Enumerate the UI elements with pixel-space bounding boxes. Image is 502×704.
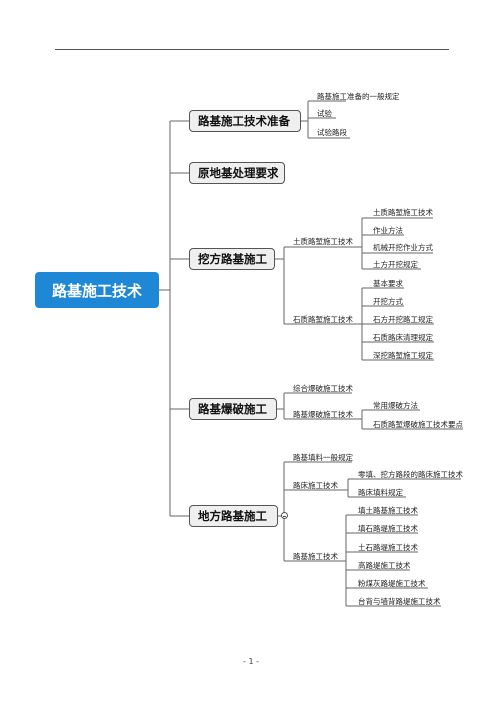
fill-material[interactable]: 路基填料一般规定 [293, 453, 353, 462]
soil-item[interactable]: 作业方法 [373, 226, 403, 235]
node-fill[interactable]: 地方路基施工 [189, 505, 278, 527]
connector-blast-children [352, 409, 463, 430]
fill-embankment[interactable]: 路基施工技术 [293, 552, 338, 561]
connector-prep-children [301, 100, 350, 139]
prep-item[interactable]: 路基施工准备的一般规定 [317, 92, 400, 101]
rock-item[interactable]: 石方开挖路工规定 [373, 315, 433, 324]
rock-item[interactable]: 开挖方式 [373, 297, 403, 306]
connector-embankment-children [336, 514, 441, 607]
embankment-item[interactable]: 台背与墙背路堤施工技术 [358, 597, 441, 606]
blasting-blast[interactable]: 路基爆破施工技术 [293, 410, 353, 419]
blast-item[interactable]: 常用爆破方法 [373, 401, 418, 410]
rock-item[interactable]: 基本要求 [373, 279, 403, 288]
embankment-item[interactable]: 填土路基施工技术 [358, 506, 418, 515]
excavation-soil[interactable]: 土质路堑施工技术 [293, 237, 353, 246]
connector-excavation-children [275, 246, 352, 325]
embankment-item[interactable]: 粉煤灰路堤施工技术 [358, 579, 426, 588]
excavation-rock[interactable]: 石质路堑施工技术 [293, 315, 353, 324]
connector-rock-children [352, 287, 434, 361]
connector-fill-children [278, 461, 352, 562]
collapse-toggle-icon[interactable] [281, 512, 288, 519]
rock-item[interactable]: 深挖路堑施工规定 [373, 351, 433, 360]
soil-item[interactable]: 机械开挖作业方式 [373, 243, 433, 252]
root-node[interactable]: 路基施工技术 [35, 272, 159, 308]
node-ground[interactable]: 原地基处理要求 [189, 162, 285, 184]
prep-item[interactable]: 试验路段 [317, 128, 347, 137]
connector-bed-children [336, 478, 461, 498]
embankment-item[interactable]: 填石路堤施工技术 [358, 524, 418, 533]
node-excavation[interactable]: 挖方路基施工 [189, 248, 275, 270]
soil-item[interactable]: 土质路堑施工技术 [373, 208, 433, 217]
page-number: - 1 - [243, 657, 259, 666]
node-prep[interactable]: 路基施工技术准备 [189, 110, 301, 132]
blasting-general[interactable]: 综合爆破施工技术 [293, 384, 353, 393]
blast-item[interactable]: 石质路堑爆破施工技术要点 [373, 420, 463, 429]
prep-item[interactable]: 试验 [317, 109, 332, 118]
header-rule [55, 49, 449, 50]
bed-item[interactable]: 零填、挖方路段的路床施工技术 [358, 470, 463, 479]
embankment-item[interactable]: 土石路堤施工技术 [358, 543, 418, 552]
fill-bed[interactable]: 路床施工技术 [293, 481, 338, 490]
embankment-item[interactable]: 高路堤施工技术 [358, 561, 411, 570]
connector-soil-children [352, 217, 433, 270]
connector-blasting-children [277, 392, 352, 420]
soil-item[interactable]: 土方开挖规定 [373, 260, 418, 269]
node-blasting[interactable]: 路基爆破施工 [189, 398, 277, 420]
rock-item[interactable]: 石质路床清理规定 [373, 333, 433, 342]
bed-item[interactable]: 路床填料规定 [358, 488, 403, 497]
